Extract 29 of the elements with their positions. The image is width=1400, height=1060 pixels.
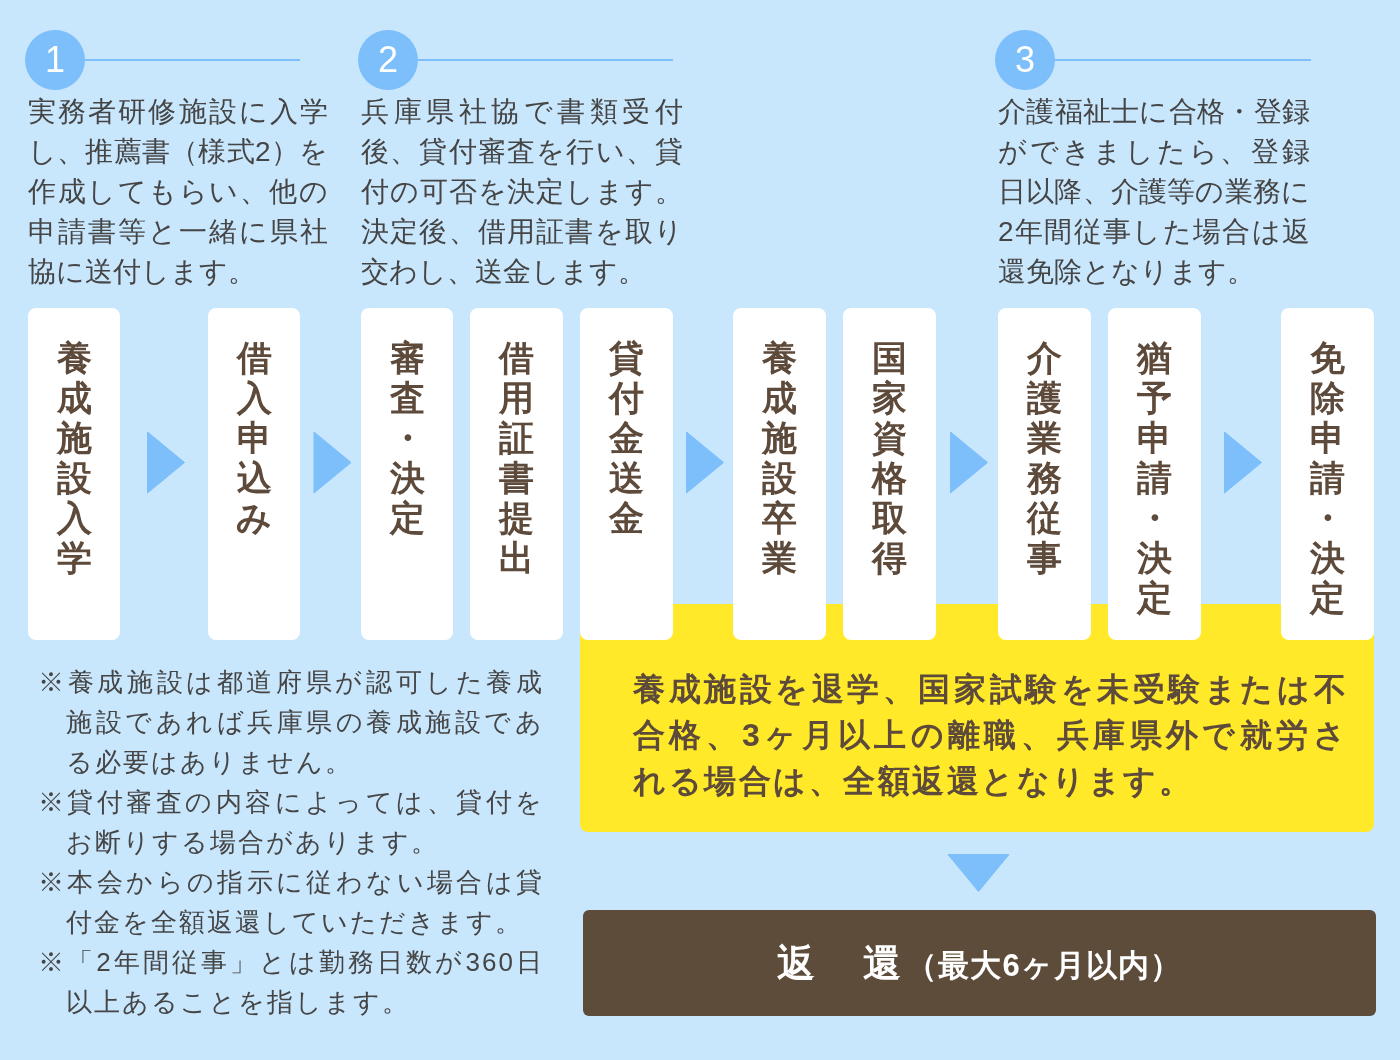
step-number: 1 — [25, 30, 85, 90]
step-box: 借入申込み — [208, 308, 300, 640]
step-box: 介護業務従事 — [998, 308, 1091, 640]
step-number: 3 — [995, 30, 1055, 90]
step-description: 実務者研修施設に入学し、推薦書（様式2）を作成してもらい、他の申請書等と一緒に県社協に送付します。 — [28, 95, 328, 289]
arrow — [950, 431, 988, 494]
step-description: 兵庫県社協で書類受付後、貸付審査を行い、貸付の可否を決定します。決定後、借用証書を取り交わし、送金します。 — [361, 95, 683, 289]
step-box: 審査・決定 — [361, 308, 453, 640]
note-text: ※貸付審査の内容によっては、貸付をお断りする場合があります。 — [38, 786, 544, 859]
step-number: 2 — [358, 30, 418, 90]
return-heading: 返 還 — [777, 941, 907, 984]
arrow — [147, 431, 185, 494]
step-box: 猶予申請・決定 — [1108, 308, 1201, 640]
step-box: 貸付金送金 — [580, 308, 673, 640]
step-box: 養成施設卒業 — [733, 308, 826, 640]
note-text: ※本会からの指示に従わない場合は貸付金を全額返還していただきます。 — [38, 866, 544, 939]
arrow — [686, 431, 724, 494]
arrow — [313, 431, 352, 494]
period-text: （最大6ヶ月以内） — [906, 947, 1182, 983]
return-box — [583, 910, 1376, 1016]
step-description: 介護福祉士に合格・登録ができましたら、登録日以降、介護等の業務に2年間従事した場合は返還免除となります。 — [998, 95, 1310, 289]
step-box: 国家資格取得 — [843, 308, 936, 640]
note-text: ※養成施設は都道府県が認可した養成施設であれば兵庫県の養成施設である必要はありません。 — [38, 666, 544, 779]
arrow — [947, 854, 1010, 892]
step-box: 借用証書提出 — [470, 308, 563, 640]
step-box: 免除申請・決定 — [1281, 308, 1374, 640]
step-box: 養成施設入学 — [28, 308, 120, 640]
note-text: ※「2年間従事」とは勤務日数が360日以上あることを指します。 — [38, 946, 544, 1019]
arrow — [1224, 431, 1262, 494]
